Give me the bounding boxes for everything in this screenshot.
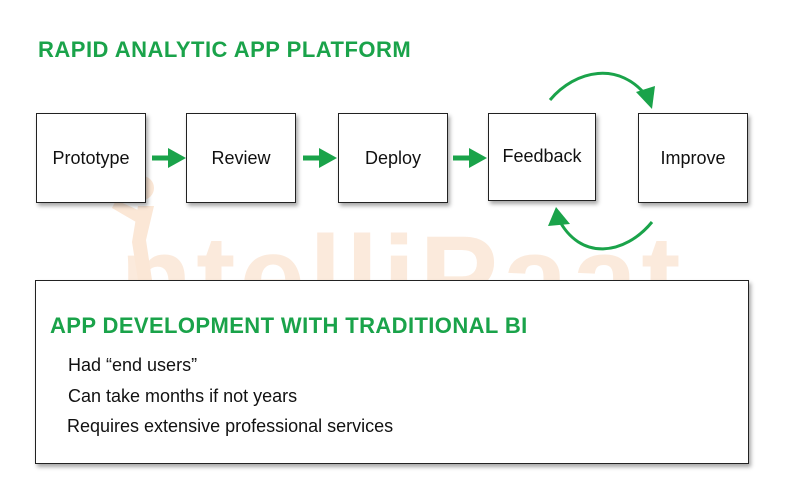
list-item: Had “end users” <box>68 355 198 375</box>
arrow-icon <box>152 148 186 168</box>
step-label: Review <box>211 147 271 168</box>
panel-title: APP DEVELOPMENT WITH TRADITIONAL BI <box>50 313 528 338</box>
step-box-deploy: Deploy <box>338 113 448 203</box>
step-box-review: Review <box>186 113 296 203</box>
arrow-head-icon <box>548 207 570 226</box>
list-item: Can take months if not years <box>68 386 298 406</box>
step-label: Prototype <box>52 147 130 168</box>
step-label: Improve <box>660 147 726 168</box>
curved-arrow-icon <box>556 217 654 251</box>
curved-arrow-icon <box>548 71 650 101</box>
arrow-icon <box>303 148 337 168</box>
step-box-improve: Improve <box>638 113 748 203</box>
traditional-bi-panel: APP DEVELOPMENT WITH TRADITIONAL BI Had … <box>35 280 749 464</box>
arrow-icon <box>453 148 487 168</box>
page-title: RAPID ANALYTIC APP PLATFORM <box>38 37 412 62</box>
step-box-prototype: Prototype <box>36 113 146 203</box>
step-label: Feedback <box>502 146 582 166</box>
step-box-feedback: Feedback <box>488 113 596 201</box>
step-label: Deploy <box>364 147 422 168</box>
arrow-head-icon <box>636 86 655 109</box>
list-item: Requires extensive professional services <box>67 416 394 436</box>
